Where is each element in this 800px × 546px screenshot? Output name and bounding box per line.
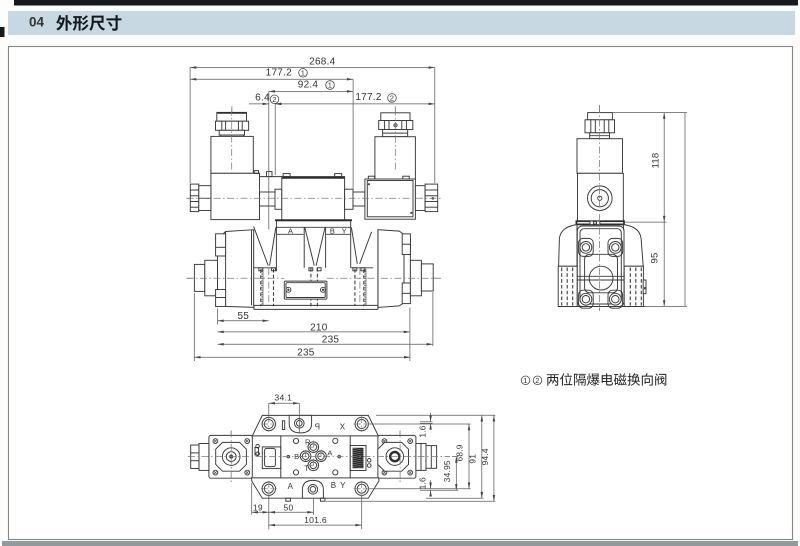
svg-text:101.6: 101.6 [304,515,327,525]
svg-text:B: B [331,481,337,490]
svg-text:50: 50 [283,502,293,512]
svg-text:34.1: 34.1 [274,393,292,403]
svg-text:34.95: 34.95 [442,460,452,482]
svg-text:235: 235 [297,348,315,359]
svg-text:19: 19 [253,502,263,512]
svg-text:1: 1 [301,68,305,77]
svg-text:2: 2 [390,94,394,103]
svg-text:1: 1 [328,81,332,90]
svg-text:94.4: 94.4 [480,448,490,465]
svg-text:177.2: 177.2 [355,92,381,103]
svg-text:91: 91 [468,454,478,464]
svg-text:Y: Y [342,227,347,236]
svg-text:Y: Y [340,481,346,490]
svg-text:68.9: 68.9 [455,444,465,461]
svg-text:A: A [288,482,294,491]
svg-text:R: R [305,437,311,446]
svg-text:268.4: 268.4 [309,56,335,67]
svg-text:04: 04 [29,15,45,30]
svg-text:118: 118 [651,153,662,169]
svg-text:A: A [288,226,293,235]
svg-text:92.4: 92.4 [298,80,319,91]
svg-text:95: 95 [650,252,661,263]
svg-text:210: 210 [310,323,328,334]
svg-text:2: 2 [272,95,276,104]
svg-text:1.6: 1.6 [417,477,427,489]
svg-text:177.2: 177.2 [266,67,292,78]
svg-text:T: T [304,463,309,472]
svg-text:P: P [314,423,320,432]
svg-text:235: 235 [322,335,340,346]
svg-text:1.6: 1.6 [417,425,427,437]
svg-text:6.4: 6.4 [255,93,270,104]
svg-text:B: B [330,227,335,236]
svg-text:55: 55 [237,311,249,322]
svg-text:1: 1 [523,376,527,385]
svg-text:A: A [327,448,332,457]
svg-text:X: X [340,423,346,432]
svg-text:2: 2 [535,376,539,385]
